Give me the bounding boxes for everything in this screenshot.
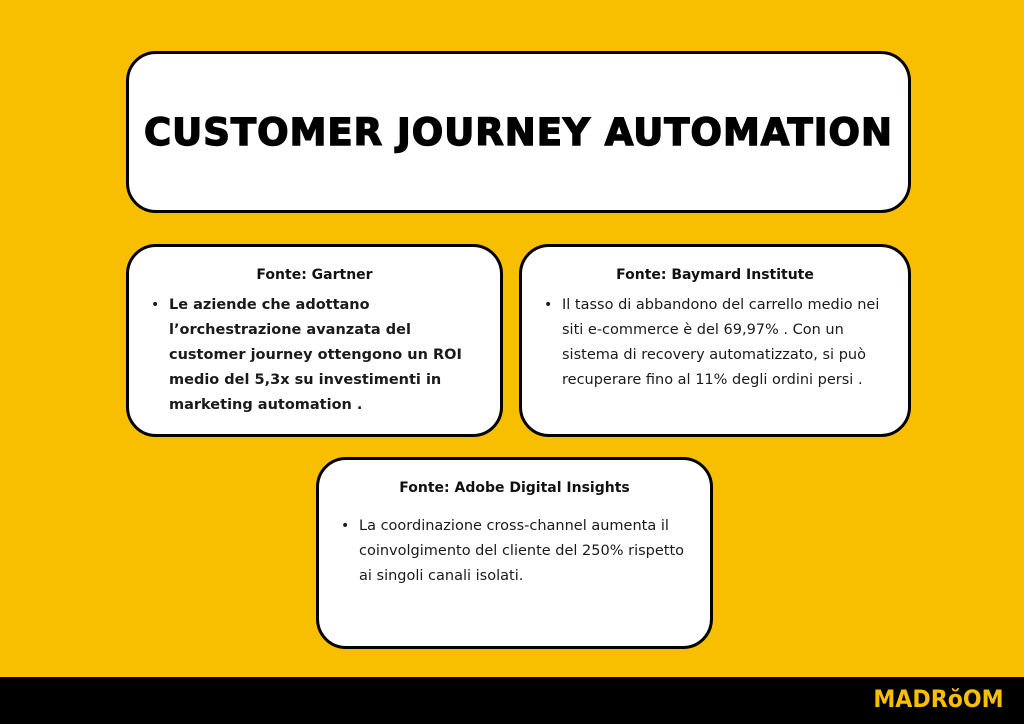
- list-item: • Le aziende che adottano l’orchestrazio…: [151, 293, 478, 418]
- bullet-text: Il tasso di abbandono del carrello medio…: [562, 297, 880, 388]
- stat-card-gartner: Fonte: Gartner • Le aziende che adottano…: [126, 244, 503, 437]
- stat-card-adobe: Fonte: Adobe Digital Insights • La coord…: [316, 457, 713, 649]
- card-source: Fonte: Adobe Digital Insights: [399, 480, 630, 496]
- stat-card-baymard: Fonte: Baymard Institute • Il tasso di a…: [519, 244, 911, 437]
- footer-bar: MADRŏOM: [0, 677, 1024, 724]
- bullet-icon: •: [151, 297, 160, 313]
- bullet-icon: •: [544, 297, 553, 313]
- brand-logo: MADRŏOM: [873, 685, 1004, 713]
- list-item: • La coordinazione cross-channel aumenta…: [341, 514, 688, 589]
- page-title: CUSTOMER JOURNEY AUTOMATION: [143, 110, 893, 154]
- title-card: CUSTOMER JOURNEY AUTOMATION: [126, 51, 911, 213]
- bullet-text: La coordinazione cross-channel aumenta i…: [359, 518, 685, 584]
- card-source: Fonte: Gartner: [256, 267, 373, 283]
- bullet-text: Le aziende che adottano l’orchestrazione…: [169, 297, 462, 413]
- list-item: • Il tasso di abbandono del carrello med…: [544, 293, 894, 393]
- bullet-icon: •: [341, 518, 350, 534]
- card-source: Fonte: Baymard Institute: [616, 267, 814, 283]
